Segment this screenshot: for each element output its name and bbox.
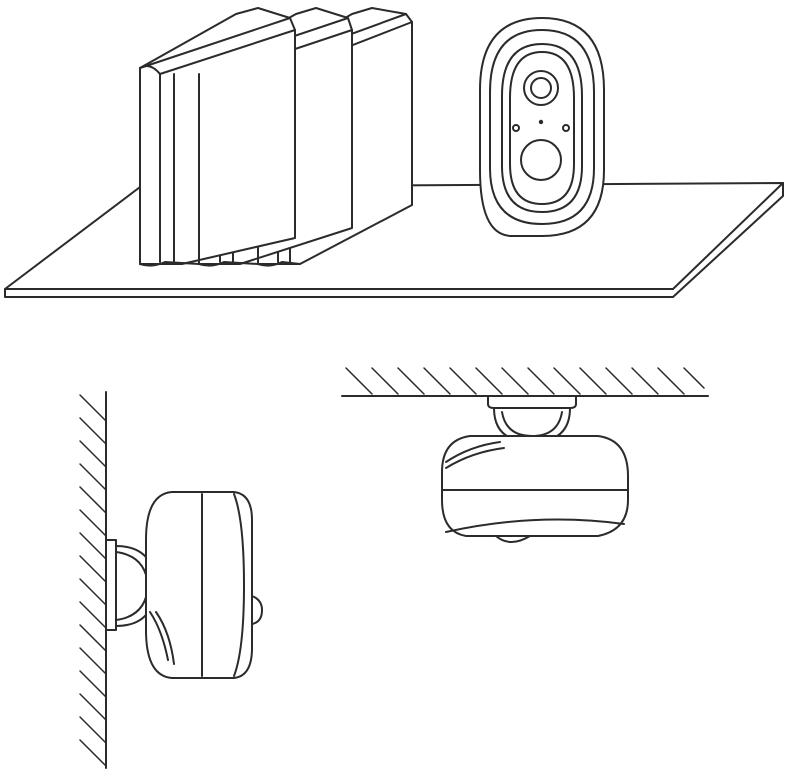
- ceiling-hatch: [341, 367, 709, 397]
- books-icon: [139, 7, 413, 267]
- ceiling-mount-scene: [341, 367, 709, 543]
- wall-hatch: [79, 391, 107, 769]
- camera-front-icon: [479, 17, 605, 237]
- camera-wall-mounted-icon: [105, 491, 263, 679]
- shelf-scene: [4, 7, 784, 298]
- wall-mount-scene: [79, 391, 263, 769]
- camera-ceiling-mounted-icon: [441, 395, 629, 543]
